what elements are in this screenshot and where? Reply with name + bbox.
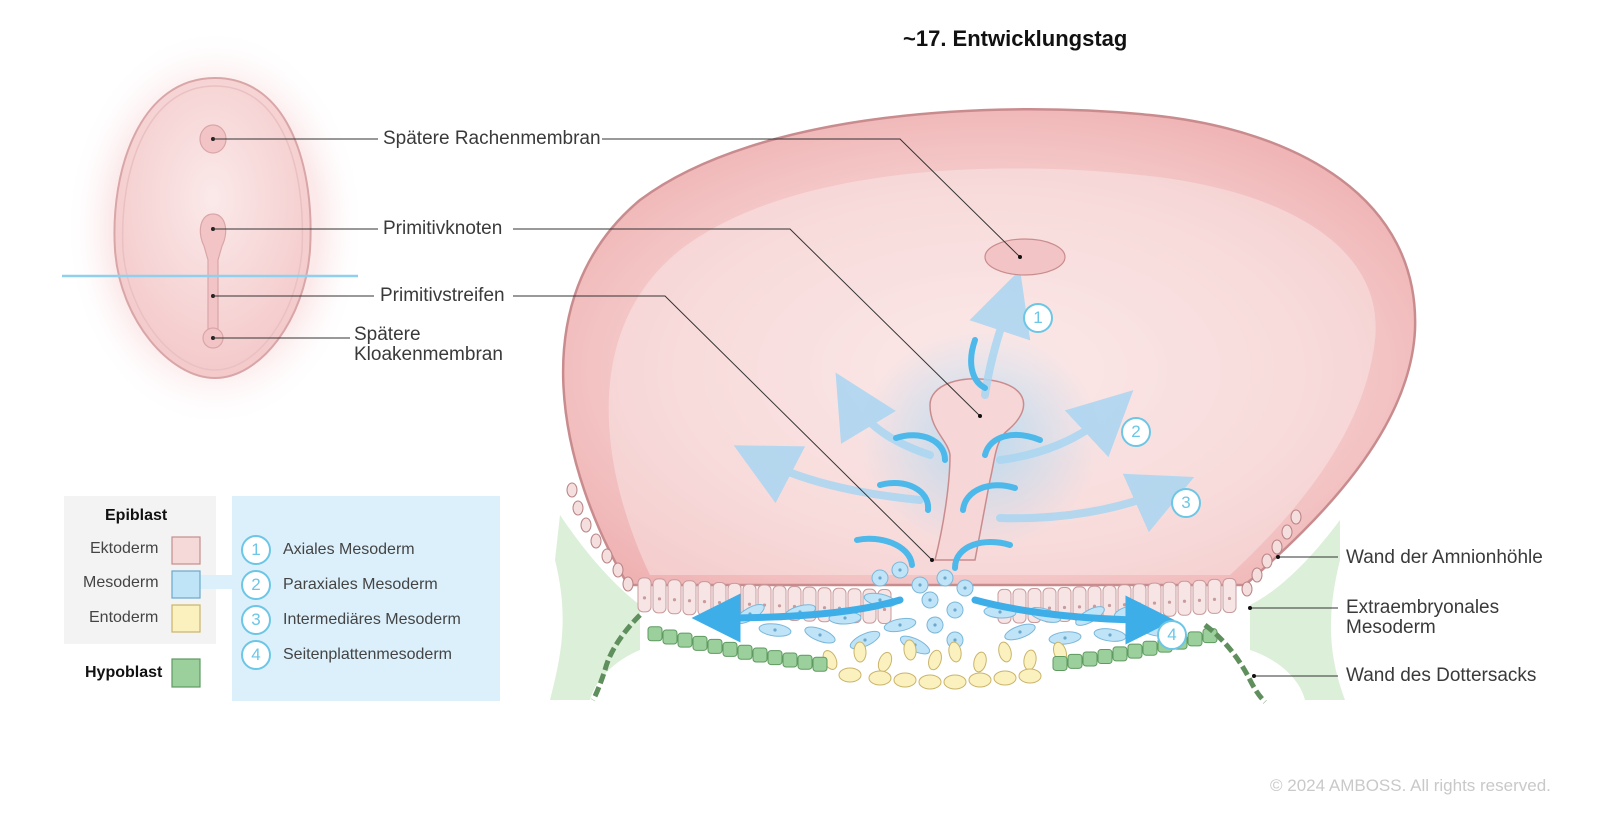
legend-badge-2: 2 xyxy=(241,570,271,600)
label-rachenmembran: Spätere Rachenmembran xyxy=(383,128,601,149)
label-extraembryonal-2: Mesoderm xyxy=(1346,617,1436,638)
extraembryonic-mesoderm-left xyxy=(550,515,640,700)
extraembryonic-mesoderm-right xyxy=(1250,520,1345,700)
leader-lines xyxy=(213,138,1338,677)
marker-3: 3 xyxy=(1171,488,1201,518)
legend-badge-1: 1 xyxy=(241,535,271,565)
label-amnion: Wand der Amnionhöhle xyxy=(1346,547,1543,568)
legend-badge-4: 4 xyxy=(241,640,271,670)
legend-mesoderm: Mesoderm xyxy=(83,574,159,591)
label-primitivstreifen: Primitivstreifen xyxy=(380,285,505,306)
label-extraembryonal-1: Extraembryonales xyxy=(1346,597,1500,618)
legend-axial-mesoderm: Axiales Mesoderm xyxy=(283,541,415,558)
marker-1: 1 xyxy=(1023,303,1053,333)
swatch-ektoderm xyxy=(171,536,201,565)
figure-title: ~17. Entwicklungstag xyxy=(903,26,1128,51)
swatch-hypoblast xyxy=(171,658,201,688)
copyright: © 2024 AMBOSS. All rights reserved. xyxy=(1270,776,1551,795)
rachenmembran-3d xyxy=(984,238,1066,276)
legend-hypoblast: Hypoblast xyxy=(85,664,163,681)
legend-lateral-plate-mesoderm: Seitenplattenmesoderm xyxy=(283,646,452,663)
legend-intermediate-mesoderm: Intermediäres Mesoderm xyxy=(283,611,461,628)
label-kloakenmembran-2: Kloakenmembran xyxy=(354,344,503,365)
legend-ektoderm: Ektoderm xyxy=(90,540,159,557)
primitive-node-3d xyxy=(929,378,1025,561)
label-primitivknoten: Primitivknoten xyxy=(383,218,503,239)
marker-2: 2 xyxy=(1121,417,1151,447)
swatch-mesoderm xyxy=(171,570,201,599)
entoderm-cells xyxy=(822,639,1067,690)
cross-section xyxy=(550,108,1417,704)
legend-mesoderm-box xyxy=(232,496,500,701)
marker-4: 4 xyxy=(1157,620,1187,650)
label-kloakenmembran-1: Spätere xyxy=(354,324,421,345)
embryonic-disc-top-view xyxy=(62,28,365,428)
legend-badge-3: 3 xyxy=(241,605,271,635)
legend-paraxial-mesoderm: Paraxiales Mesoderm xyxy=(283,576,438,593)
legend-entoderm: Entoderm xyxy=(89,609,159,626)
label-dottersack: Wand des Dottersacks xyxy=(1346,665,1537,686)
swatch-entoderm xyxy=(171,604,201,633)
legend-epiblast-title: Epiblast xyxy=(105,507,168,524)
